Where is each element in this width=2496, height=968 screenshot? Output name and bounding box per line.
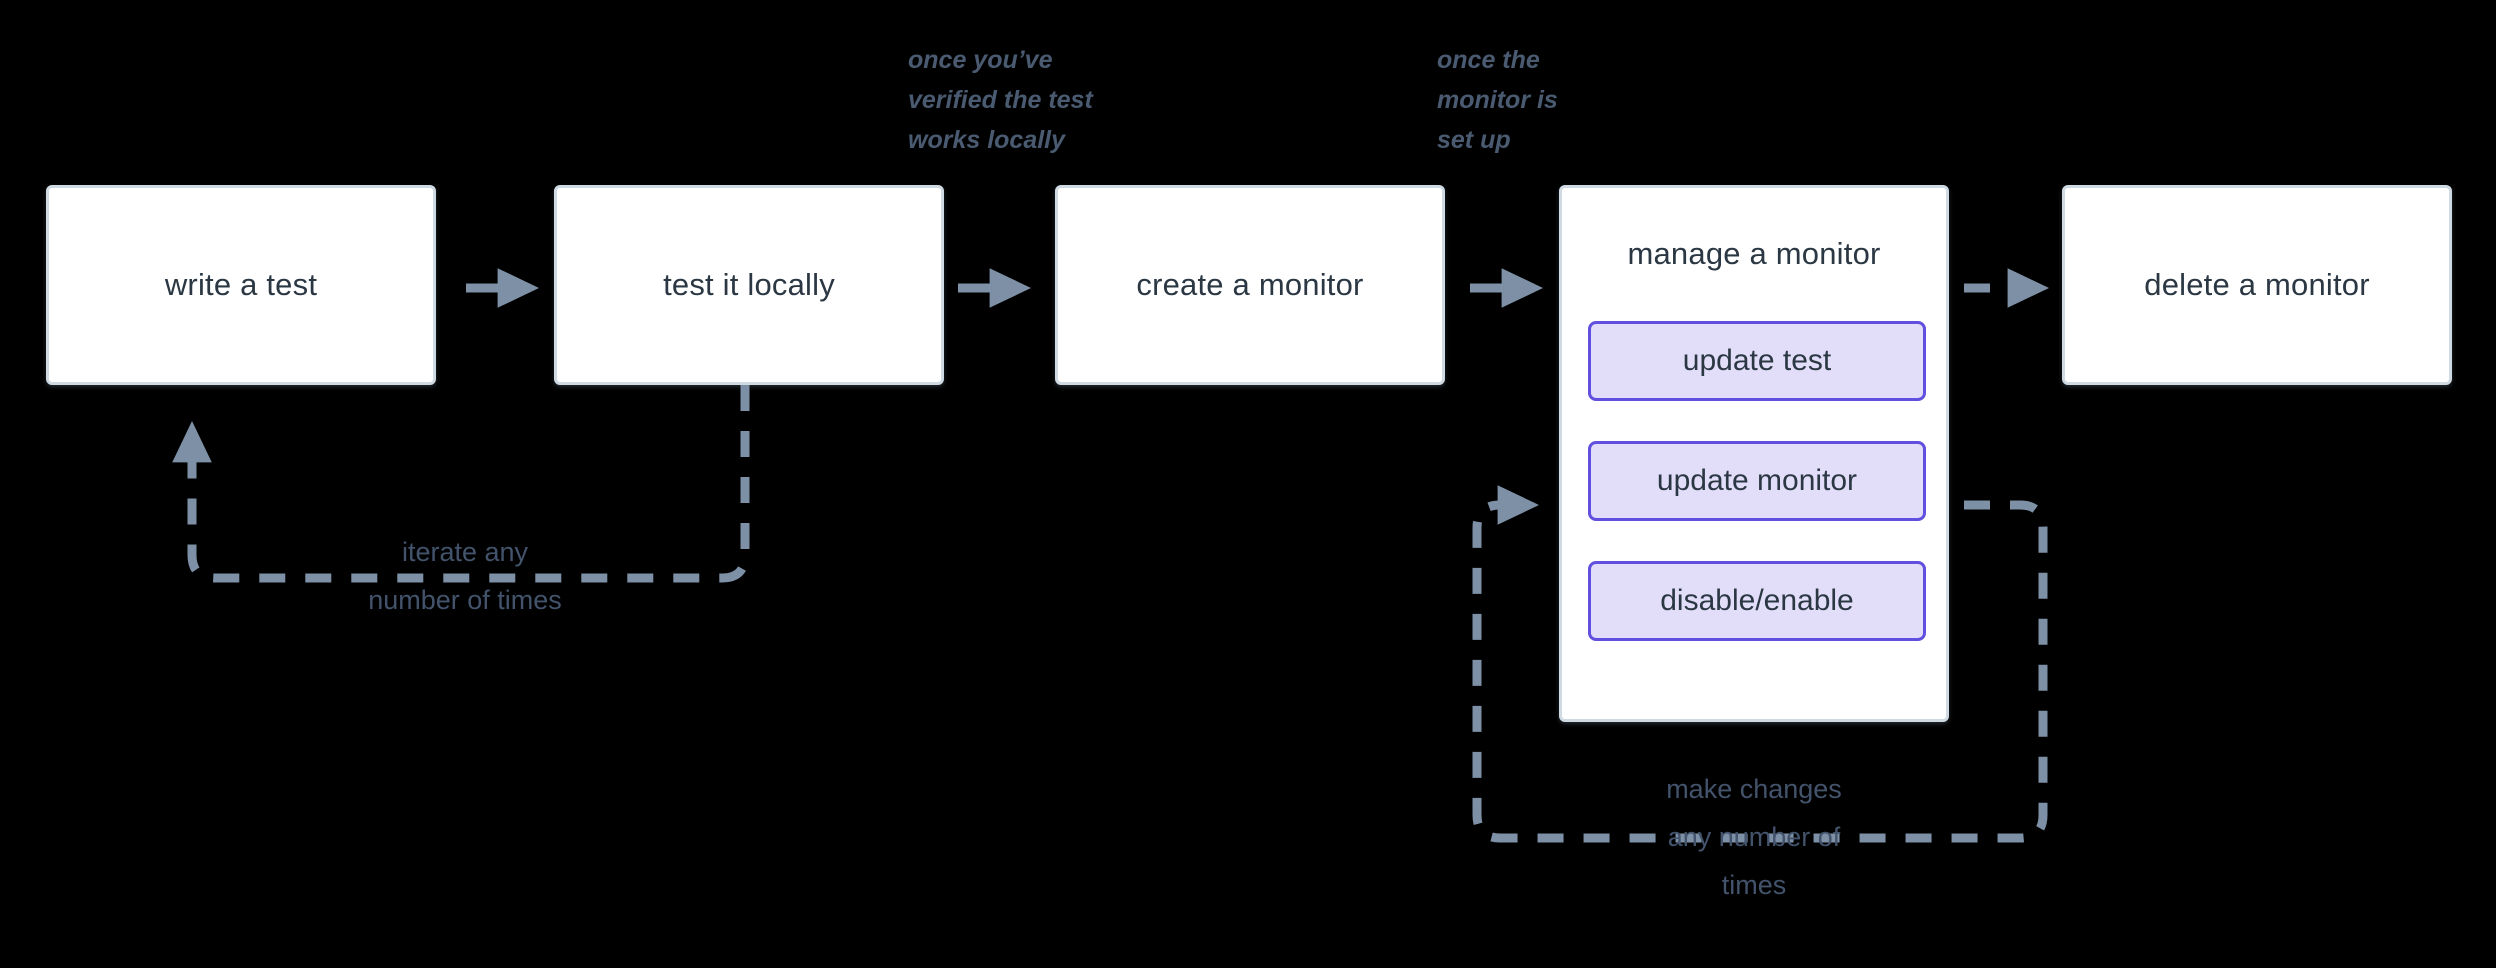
node-delete-a-monitor[interactable]: delete a monitor [2062,185,2452,385]
node-manage-a-monitor[interactable]: manage a monitor update test update moni… [1559,185,1949,722]
subitem-update-monitor[interactable]: update monitor [1588,441,1926,521]
node-create-a-monitor[interactable]: create a monitor [1055,185,1445,385]
note-once-set-up: once the monitor is set up [1437,46,1558,154]
caption-make-changes-any-number-of-times: make changes any number of times [1666,774,1842,900]
note-once-verified: once you’ve verified the test works loca… [908,46,1093,154]
node-label-write-a-test: write a test [164,267,318,302]
node-label-manage-a-monitor: manage a monitor [1627,236,1881,271]
caption-iterate-any-number-of-times: iterate any number of times [368,537,562,615]
node-label-delete-a-monitor: delete a monitor [2144,267,2370,302]
node-label-test-it-locally: test it locally [663,267,835,302]
node-label-create-a-monitor: create a monitor [1136,267,1364,302]
subitem-disable-enable[interactable]: disable/enable [1588,561,1926,641]
node-write-a-test[interactable]: write a test [46,185,436,385]
subitem-update-test[interactable]: update test [1588,321,1926,401]
node-test-it-locally[interactable]: test it locally [554,185,944,385]
